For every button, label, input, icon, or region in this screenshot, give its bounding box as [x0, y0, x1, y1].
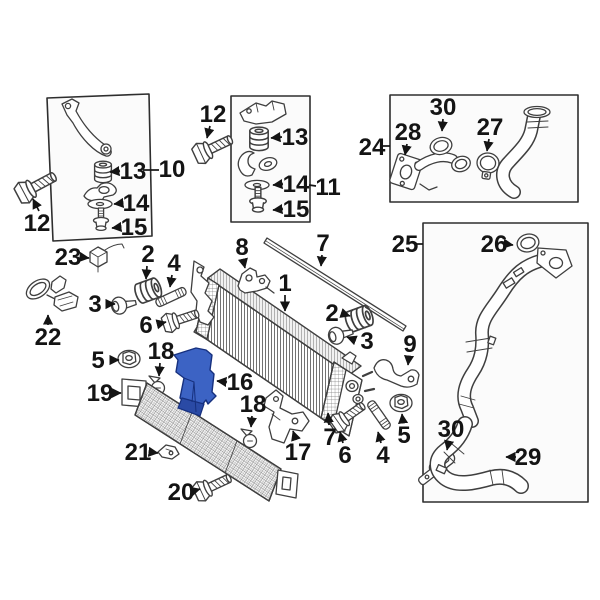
callout-label-30-b[interactable]: 30 [438, 416, 465, 443]
part-bracket-8 [237, 267, 275, 294]
callout-label-2-a[interactable]: 2 [141, 241, 154, 268]
callout-label-3-b[interactable]: 3 [360, 328, 373, 355]
callout-label-19[interactable]: 19 [87, 380, 114, 407]
part-bracket-upper-left [61, 98, 112, 157]
callout-label-20[interactable]: 20 [168, 479, 195, 506]
callout-label-15-a[interactable]: 15 [121, 214, 148, 241]
part-washer-14-a [87, 198, 113, 210]
deflector-foot [177, 397, 205, 417]
part-air-deflector-16[interactable] [173, 347, 217, 417]
part-hose-24 [496, 105, 551, 199]
part-grille-19 [121, 378, 299, 502]
callout-label-17[interactable]: 17 [285, 439, 312, 466]
callout-label-29[interactable]: 29 [515, 444, 542, 471]
callout-label-18-b[interactable]: 18 [240, 391, 267, 418]
part-charge-air-tube-25 [457, 247, 573, 428]
part-clip-21 [157, 444, 180, 460]
callout-label-24[interactable]: 24 [359, 134, 386, 161]
callout-label-23[interactable]: 23 [55, 244, 82, 271]
callout-label-30-a[interactable]: 30 [430, 94, 457, 121]
part-nut-23 [89, 243, 125, 273]
deflector-fold-lines [183, 377, 197, 413]
callout-label-5-a[interactable]: 5 [91, 347, 104, 374]
part-bolt-12-top [189, 128, 238, 167]
callout-label-7-b[interactable]: 7 [323, 424, 336, 451]
callout-label-5-b[interactable]: 5 [397, 422, 410, 449]
part-bracket-upper-mid [239, 100, 287, 125]
callout-label-12-b[interactable]: 12 [200, 101, 227, 128]
callout-label-10[interactable]: 10 [159, 156, 186, 183]
part-nut-5-a [117, 349, 141, 369]
part-bracket-9 [373, 359, 420, 388]
callout-label-9[interactable]: 9 [403, 331, 416, 358]
callout-label-3-a[interactable]: 3 [88, 291, 101, 318]
part-stud-4-b [365, 398, 393, 432]
callout-label-28[interactable]: 28 [395, 119, 422, 146]
callout-label-13-a[interactable]: 13 [120, 158, 147, 185]
callout-label-13-b[interactable]: 13 [282, 124, 309, 151]
callout-arrows [32, 118, 516, 497]
callout-label-4-b[interactable]: 4 [376, 442, 390, 469]
callout-label-26[interactable]: 26 [481, 231, 508, 258]
callout-label-21[interactable]: 21 [125, 439, 152, 466]
part-bracket-17 [263, 389, 310, 444]
callout-label-7-a[interactable]: 7 [316, 230, 329, 257]
callout-label-4-a[interactable]: 4 [167, 250, 181, 277]
callout-label-18-a[interactable]: 18 [148, 338, 175, 365]
deflector-body[interactable] [173, 347, 217, 413]
callout-label-6-a[interactable]: 6 [139, 312, 152, 339]
callout-label-27[interactable]: 27 [477, 114, 504, 141]
part-nut-5-b [389, 393, 413, 413]
part-stud-4-a [154, 285, 188, 309]
part-outlet-duct-28 [389, 152, 471, 191]
callout-label-16[interactable]: 16 [227, 369, 254, 396]
part-harness-bracket-22 [25, 275, 79, 312]
callout-label-22[interactable]: 22 [35, 324, 62, 351]
callout-label-15-b[interactable]: 15 [283, 196, 310, 223]
callout-label-11[interactable]: 11 [315, 174, 340, 201]
part-seal-strip-7-top [263, 237, 407, 332]
callout-label-2-b[interactable]: 2 [325, 300, 338, 327]
callout-label-1[interactable]: 1 [278, 270, 291, 297]
callout-label-25[interactable]: 25 [392, 231, 419, 258]
callout-label-14-b[interactable]: 14 [283, 171, 310, 198]
callout-label-12-a[interactable]: 12 [24, 210, 51, 237]
callout-labels: 1 2 2 3 3 4 4 5 5 6 6 7 7 8 9 10 11 12 1… [24, 94, 542, 506]
callout-label-8[interactable]: 8 [235, 234, 248, 261]
part-hook-bracket-b [237, 150, 278, 177]
callout-label-14-a[interactable]: 14 [123, 190, 150, 217]
callout-label-6-b[interactable]: 6 [338, 442, 351, 469]
